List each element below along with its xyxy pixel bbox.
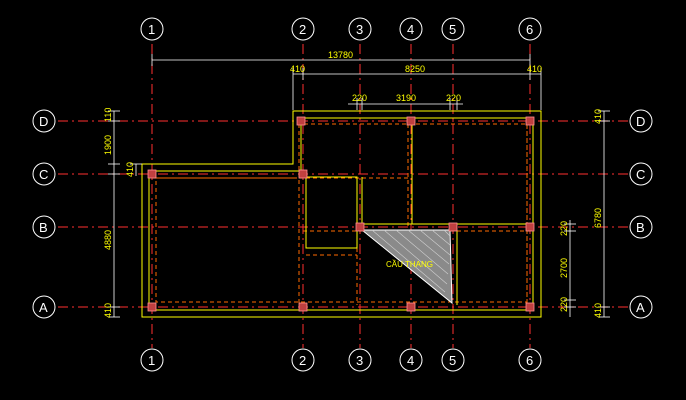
axis-label-top-6: 6	[526, 22, 533, 37]
dim-right-410-bottom: 410	[593, 303, 603, 318]
dim-right-6780: 6780	[593, 208, 603, 228]
dim-top-total: 13780	[328, 50, 353, 60]
dim-left-1900: 1900	[103, 135, 113, 155]
dim-top-row3-mid: 3190	[396, 93, 416, 103]
axis-label-bottom-3: 3	[356, 353, 363, 368]
column	[147, 169, 157, 179]
axis-bubbles-right	[629, 109, 653, 319]
axis-label-bottom-4: 4	[407, 353, 414, 368]
column	[406, 302, 416, 312]
inner-wall-outline	[148, 117, 534, 311]
outer-wall-outline	[141, 110, 542, 318]
axis-label-left-B: B	[39, 220, 48, 235]
axis-bubbles-bottom	[140, 348, 542, 372]
dim-top-row2-right: 410	[527, 64, 542, 74]
column	[525, 222, 535, 232]
axis-label-top-2: 2	[299, 22, 306, 37]
stair-hatch	[360, 229, 453, 305]
columns	[147, 116, 535, 312]
axis-label-bottom-5: 5	[449, 353, 456, 368]
dim-top-row3-right: 220	[446, 93, 461, 103]
axis-label-left-D: D	[39, 114, 48, 129]
dim-left-410-bottom: 410	[103, 303, 113, 318]
dim-top-row3-left: 220	[352, 93, 367, 103]
dim-right-410-top: 410	[593, 109, 603, 124]
column	[298, 169, 308, 179]
dim-left-410-small: 410	[125, 162, 135, 177]
column	[525, 116, 535, 126]
column	[448, 222, 458, 232]
axis-label-top-5: 5	[449, 22, 456, 37]
axis-bubbles-left	[32, 109, 56, 319]
beams	[152, 123, 530, 305]
stair-block	[360, 229, 453, 305]
beam-outer-top	[155, 123, 528, 303]
dim-right-2700: 2700	[559, 258, 569, 278]
room-left-small	[305, 176, 358, 249]
axis-label-right-C: C	[636, 167, 645, 182]
axis-label-left-C: C	[39, 167, 48, 182]
column	[525, 302, 535, 312]
axis-label-bottom-6: 6	[526, 353, 533, 368]
outer-walls	[141, 110, 542, 318]
column	[406, 116, 416, 126]
dim-left-4880: 4880	[103, 230, 113, 250]
dim-right-220-top: 220	[559, 221, 569, 236]
dimension-lines	[108, 54, 610, 318]
dim-left-110: 110	[103, 108, 113, 122]
dim-top-row2-mid: 8250	[405, 64, 425, 74]
column	[296, 116, 306, 126]
axis-label-bottom-2: 2	[299, 353, 306, 368]
axis-label-left-A: A	[39, 300, 48, 315]
axis-label-right-B: B	[636, 220, 645, 235]
axis-label-right-A: A	[636, 300, 645, 315]
axis-bubbles-top	[140, 17, 542, 41]
dim-right-220-bottom: 220	[559, 297, 569, 312]
column	[298, 302, 308, 312]
axis-label-top-4: 4	[407, 22, 414, 37]
interior-walls	[305, 124, 530, 305]
axis-label-top-3: 3	[356, 22, 363, 37]
dim-top-row2-left: 410	[290, 64, 305, 74]
axis-label-right-D: D	[636, 114, 645, 129]
column	[147, 302, 157, 312]
column	[355, 222, 365, 232]
axis-label-top-1: 1	[148, 22, 155, 37]
stair-label: CẦU THANG	[386, 259, 433, 269]
axis-label-bottom-1: 1	[148, 353, 155, 368]
